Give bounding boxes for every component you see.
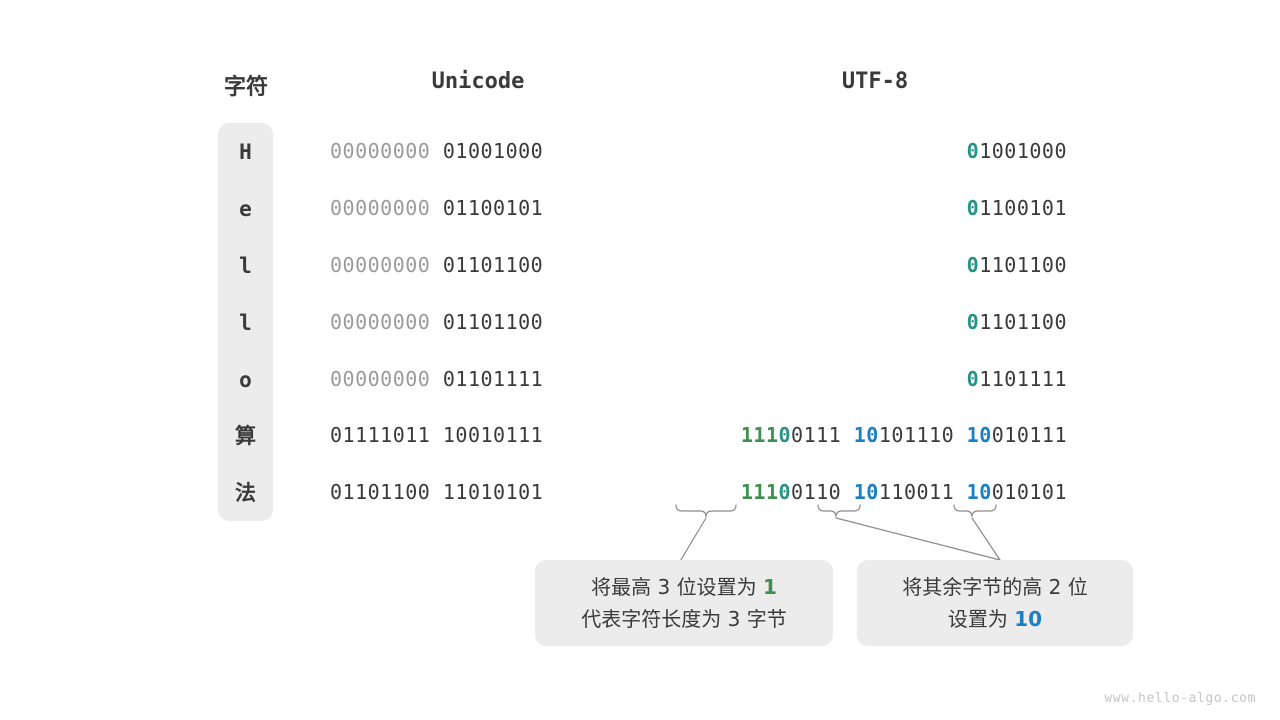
utf8-payload-bits: 0111 xyxy=(791,423,842,447)
utf8-prefix-bits: 111 xyxy=(740,480,779,504)
unicode-low-byte: 01100101 xyxy=(442,196,544,220)
utf8-byte: 01101111 xyxy=(967,367,1067,391)
utf8-prefix-bits: 10 xyxy=(966,480,992,504)
utf8-cell: 01101111 xyxy=(660,368,1067,390)
unicode-high-byte: 00000000 xyxy=(330,196,431,220)
character-cell: l xyxy=(239,254,252,278)
header-character: 字符 xyxy=(223,75,268,100)
utf8-byte: 10010101 xyxy=(967,480,1067,504)
utf8-prefix-bits: 0 xyxy=(966,196,980,220)
unicode-cell: 00000000 01101100 xyxy=(330,254,626,276)
utf8-payload-bits: 0110 xyxy=(791,480,842,504)
utf8-byte: 11100110 xyxy=(741,480,841,504)
utf8-payload-bits: 1100101 xyxy=(979,196,1067,220)
character-cell: 算 xyxy=(235,424,256,448)
annotation-2-line-1: 将其余字节的高 2 位 xyxy=(902,575,1088,599)
utf8-payload-bits: 1101100 xyxy=(979,310,1067,334)
unicode-cell: 00000000 01001000 xyxy=(330,140,626,162)
unicode-cell: 00000000 01100101 xyxy=(330,197,626,219)
utf8-cell: 11100110 10110011 10010101 xyxy=(660,481,1067,503)
annotation-2-highlight: 10 xyxy=(1014,607,1043,631)
annotation-2-line-2-text: 设置为 xyxy=(947,607,1015,631)
header-utf8: UTF-8 xyxy=(841,69,909,94)
utf8-payload-bits: 101110 xyxy=(878,423,955,447)
utf8-byte: 10101110 xyxy=(854,423,954,447)
leader-line-3 xyxy=(971,517,1001,561)
unicode-high-byte: 00000000 xyxy=(330,310,431,334)
character-cell: l xyxy=(239,311,252,335)
unicode-cell: 00000000 01101111 xyxy=(330,368,626,390)
unicode-high-byte: 00000000 xyxy=(330,253,431,277)
unicode-high-byte: 01111011 xyxy=(330,423,431,447)
utf8-payload-bits: 1001000 xyxy=(979,139,1067,163)
annotation-1-line-2: 代表字符长度为 3 字节 xyxy=(581,607,787,631)
unicode-high-byte: 00000000 xyxy=(330,139,431,163)
utf8-cell: 11100111 10101110 10010111 xyxy=(660,424,1067,446)
character-cell: e xyxy=(239,197,252,221)
brace-first-byte xyxy=(675,504,737,518)
character-cell: 法 xyxy=(235,481,256,505)
watermark: www.hello-algo.com xyxy=(1104,691,1256,706)
annotation-1-line-1: 将最高 3 位设置为 1 xyxy=(591,571,777,603)
utf8-byte: 01101100 xyxy=(967,253,1067,277)
utf8-payload-bits: 1101100 xyxy=(979,253,1067,277)
annotation-2-line-2: 设置为 10 xyxy=(948,603,1042,635)
utf8-byte: 01101100 xyxy=(967,310,1067,334)
unicode-low-byte: 01101100 xyxy=(442,253,544,277)
utf8-prefix-bits: 111 xyxy=(740,423,779,447)
utf8-prefix-bits: 10 xyxy=(853,423,879,447)
utf8-payload-bits: 1101111 xyxy=(979,367,1067,391)
character-cell: H xyxy=(239,140,252,164)
unicode-low-byte: 10010111 xyxy=(442,423,544,447)
unicode-cell: 00000000 01101100 xyxy=(330,311,626,333)
utf8-prefix-bits: 10 xyxy=(853,480,879,504)
unicode-high-byte: 01101100 xyxy=(330,480,431,504)
utf8-payload-bits: 010111 xyxy=(991,423,1067,447)
unicode-low-byte: 01101100 xyxy=(442,310,544,334)
utf8-byte: 01100101 xyxy=(967,196,1067,220)
unicode-low-byte: 11010101 xyxy=(442,480,544,504)
utf8-payload-bits: 010101 xyxy=(991,480,1067,504)
annotation-leading-bits: 将最高 3 位设置为 1 代表字符长度为 3 字节 xyxy=(535,560,833,646)
utf8-prefix-terminator-bit: 0 xyxy=(778,480,792,504)
utf8-cell: 01001000 xyxy=(660,140,1067,162)
character-column-panel xyxy=(218,123,273,521)
utf8-byte: 01001000 xyxy=(967,139,1067,163)
character-cell: o xyxy=(239,368,252,392)
utf8-prefix-bits: 10 xyxy=(966,423,992,447)
leader-line-2 xyxy=(835,517,1001,561)
annotation-1-highlight: 1 xyxy=(762,575,777,599)
utf8-byte: 10010111 xyxy=(967,423,1067,447)
unicode-low-byte: 01101111 xyxy=(442,367,544,391)
unicode-cell: 01111011 10010111 xyxy=(330,424,626,446)
utf8-byte: 11100111 xyxy=(741,423,841,447)
utf8-prefix-bits: 0 xyxy=(966,367,980,391)
brace-third-byte xyxy=(953,504,997,518)
utf8-payload-bits: 110011 xyxy=(878,480,955,504)
annotation-continuation-bits: 将其余字节的高 2 位 设置为 10 xyxy=(857,560,1133,646)
annotation-1-line-1-text: 将最高 3 位设置为 xyxy=(591,575,763,599)
utf8-cell: 01101100 xyxy=(660,311,1067,333)
brace-second-byte xyxy=(817,504,861,518)
header-unicode: Unicode xyxy=(431,69,525,94)
utf8-prefix-terminator-bit: 0 xyxy=(778,423,792,447)
unicode-low-byte: 01001000 xyxy=(442,139,544,163)
unicode-high-byte: 00000000 xyxy=(330,367,431,391)
utf8-byte: 10110011 xyxy=(854,480,954,504)
utf8-prefix-bits: 0 xyxy=(966,310,980,334)
utf8-prefix-bits: 0 xyxy=(966,253,980,277)
leader-line-1 xyxy=(678,517,707,564)
utf8-cell: 01101100 xyxy=(660,254,1067,276)
unicode-cell: 01101100 11010101 xyxy=(330,481,626,503)
utf8-cell: 01100101 xyxy=(660,197,1067,219)
utf8-prefix-bits: 0 xyxy=(966,139,980,163)
